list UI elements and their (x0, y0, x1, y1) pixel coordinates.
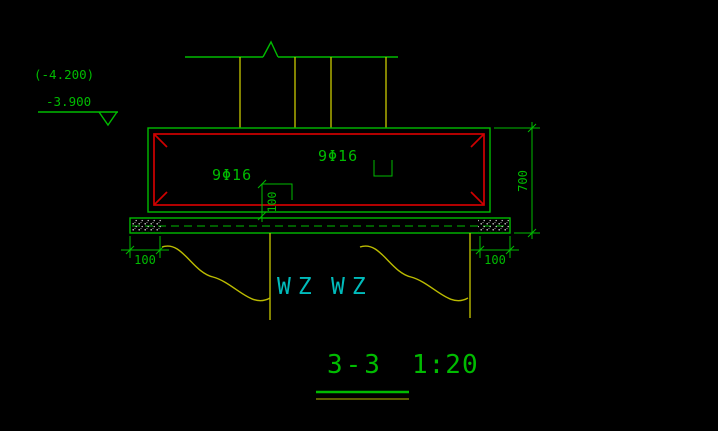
dim-tick (257, 179, 267, 189)
section-name: 3-3 (327, 350, 383, 380)
piles (161, 233, 471, 320)
step-dimension-label: 100 (265, 192, 279, 213)
concrete-hatch-right (478, 219, 509, 232)
dim-cap-height: 700 (494, 122, 540, 239)
pile-break-wave-left (161, 245, 271, 302)
dim-tick (475, 245, 485, 255)
pile-cap (147, 127, 491, 213)
step-dimension: 100 (257, 179, 279, 221)
pile-labels: WZ WZ (277, 274, 373, 300)
cap-outline (147, 127, 491, 213)
dim-tick (527, 123, 537, 133)
pile-label-left: WZ (277, 274, 319, 300)
rebar-hook (153, 133, 168, 148)
dim-tick (505, 245, 515, 255)
section-title: 3-3 1:20 (316, 350, 479, 400)
rebar-labels: 9Φ16 9Φ16 (212, 147, 393, 222)
dim-right-overhang: 100 (471, 236, 519, 267)
dim-left-overhang: 100 (121, 236, 169, 267)
elevation-upper-label: (-4.200) (34, 67, 94, 82)
rebar-cage-outline (153, 133, 485, 206)
elevation-lower-label: -3.900 (46, 94, 91, 109)
band-outline (129, 217, 511, 234)
dim-right-label: 100 (484, 253, 506, 267)
rebar-bend-symbol-mid (261, 183, 293, 222)
rebar-hook (470, 191, 485, 206)
dim-height-label: 700 (516, 170, 530, 192)
rebar-hook (153, 191, 168, 206)
rebar-top-label: 9Φ16 (318, 147, 358, 165)
dim-tick (125, 245, 135, 255)
pile-break-wave-right (359, 245, 469, 302)
footing-band (129, 217, 511, 234)
break-symbol (262, 40, 279, 58)
rebar-bend-symbol-top (373, 160, 393, 177)
elevation-marker: (-4.200) -3.900 (34, 67, 118, 127)
level-triangle-icon (98, 111, 118, 127)
wall-above (185, 40, 398, 128)
dim-left-label: 100 (134, 253, 156, 267)
concrete-hatch-left (131, 219, 162, 232)
rebar-hook (470, 133, 485, 148)
dim-tick (527, 228, 537, 238)
section-scale: 1:20 (412, 350, 479, 380)
pile-label-right: WZ (331, 274, 373, 300)
rebar-mid-label: 9Φ16 (212, 166, 252, 184)
